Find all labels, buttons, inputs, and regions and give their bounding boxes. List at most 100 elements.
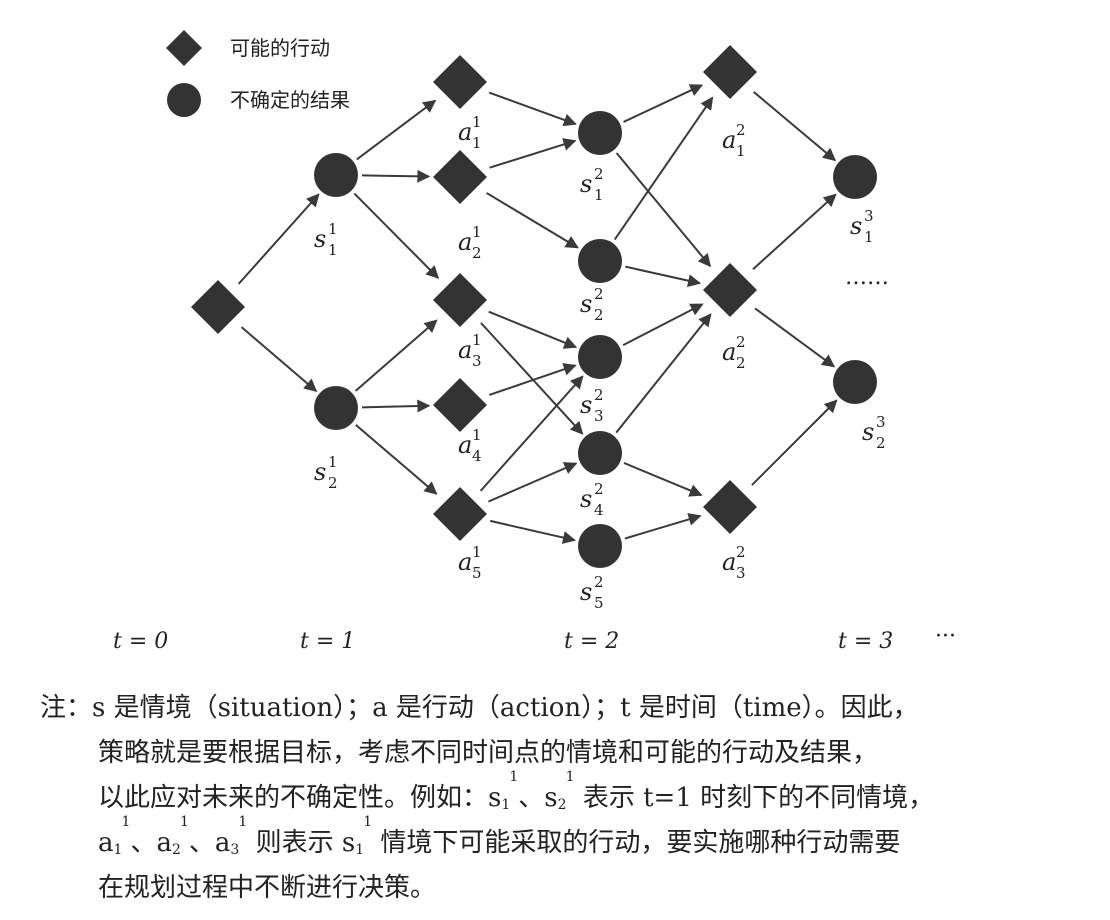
time-continuation: ··· — [935, 624, 956, 649]
note-separator: 、 — [188, 828, 215, 858]
legend: 可能的行动 不确定的结果 — [166, 30, 350, 117]
edge-s1_2-a1_4 — [361, 399, 431, 413]
edge-a2_3-s3_2 — [751, 399, 838, 486]
edge-s2_4-a2_2 — [615, 313, 712, 434]
node-a2_1 — [703, 45, 757, 99]
node-s2_4 — [578, 431, 622, 475]
note-line-5: 在规划过程中不断进行决策。 — [98, 873, 437, 903]
edge-a1_5-s2_3 — [479, 375, 584, 492]
time-axis: t = 0 t = 1 t = 2 t = 3 ··· — [113, 624, 956, 654]
node-s2_3 — [578, 335, 622, 379]
node-a1_3 — [433, 273, 487, 327]
edge-s1_1-a1_3 — [353, 192, 440, 279]
edge-s2_2-a2_1 — [613, 96, 714, 241]
legend-action-label: 可能的行动 — [230, 36, 330, 60]
time-label-1: t = 1 — [300, 629, 355, 654]
node-s3_2 — [833, 360, 877, 404]
note-text: 情境下可能采取的行动，要实施哪种行动需要 — [380, 828, 901, 858]
node-s3_1 — [833, 155, 877, 199]
legend-outcome-label: 不确定的结果 — [230, 88, 350, 112]
continuation-dots: …… — [845, 265, 889, 290]
edge-s2_3-a2_2 — [622, 303, 704, 346]
legend-circle-icon — [167, 83, 201, 117]
node-a1_4 — [433, 378, 487, 432]
edge-s1_1-a1_2 — [361, 169, 431, 183]
edge-s2_4-a2_3 — [623, 462, 703, 497]
time-label-3: t = 3 — [838, 629, 893, 654]
node-s2_1 — [578, 111, 622, 155]
time-label-2: t = 2 — [564, 629, 619, 654]
note-separator: 、 — [518, 783, 545, 813]
edge-s2_1-a2_1 — [623, 84, 704, 123]
node-a0 — [191, 280, 245, 334]
edge-a1_5-s2_5 — [489, 519, 576, 544]
nodes — [191, 45, 877, 568]
edges — [237, 84, 838, 544]
edge-a1_5-s2_4 — [488, 462, 578, 503]
note-separator: 、 — [130, 828, 157, 858]
edge-s2_2-a2_2 — [625, 265, 702, 288]
node-a1_1 — [433, 55, 487, 109]
node-s1_2 — [314, 386, 358, 430]
edge-a1_3-s2_3 — [488, 310, 578, 349]
caption-note: 注：s 是情境（situation）；a 是行动（action）；t 是时间（t… — [40, 686, 1080, 911]
node-a2_2 — [703, 263, 757, 317]
node-a2_3 — [703, 480, 757, 534]
legend-diamond-icon — [166, 30, 202, 66]
edge-a2_1-s3_1 — [753, 91, 837, 162]
edge-a1_4-s2_3 — [488, 363, 577, 396]
node-s1_1 — [314, 153, 358, 197]
edge-a1_3-s2_4 — [480, 322, 584, 435]
note-line-1: 注：s 是情境（situation）；a 是行动（action）；t 是时间（t… — [40, 693, 919, 723]
edge-a0-s1_2 — [240, 326, 318, 392]
time-label-0: t = 0 — [113, 629, 168, 654]
note-line-2: 策略就是要根据目标，考虑不同时间点的情境和可能的行动及结果， — [98, 738, 879, 768]
edge-a1_2-s2_1 — [489, 138, 577, 169]
node-s2_5 — [578, 524, 622, 568]
edge-s1_1-a1_1 — [356, 99, 437, 161]
edge-s2_5-a2_3 — [624, 513, 702, 540]
edge-a1_2-s2_2 — [486, 192, 579, 249]
node-a1_5 — [433, 487, 487, 541]
note-text: 以此应对未来的不确定性。例如： — [98, 783, 489, 813]
edge-s1_2-a1_3 — [354, 319, 438, 392]
edge-a0-s1_1 — [237, 193, 320, 285]
edge-a2_2-s3_2 — [754, 307, 836, 368]
edge-s2_1-a2_2 — [615, 152, 712, 268]
note-text: 则表示 — [255, 828, 334, 858]
node-a1_2 — [433, 150, 487, 204]
edge-s1_2-a1_5 — [355, 424, 438, 495]
note-text: 表示 t=1 时刻下的不同情境， — [582, 783, 935, 813]
edge-a2_2-s3_1 — [752, 193, 837, 270]
node-s2_2 — [578, 239, 622, 283]
edge-a1_1-s2_1 — [488, 91, 577, 127]
